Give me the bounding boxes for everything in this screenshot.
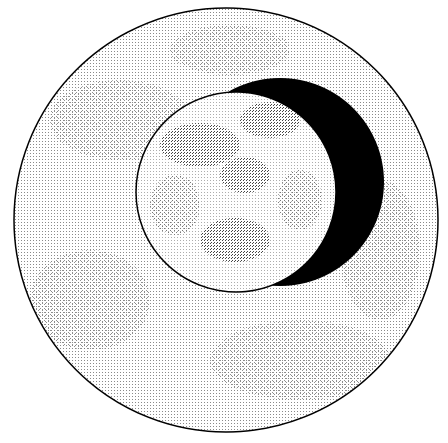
outer-stipple-patch	[210, 320, 390, 400]
inner-texture-patch	[150, 175, 200, 235]
inner-texture-patch	[160, 123, 240, 167]
inner-texture-patch	[200, 218, 270, 262]
inner-texture-patch	[220, 157, 270, 193]
outer-stipple-patch	[170, 25, 290, 75]
inner-texture-patch	[278, 170, 322, 230]
